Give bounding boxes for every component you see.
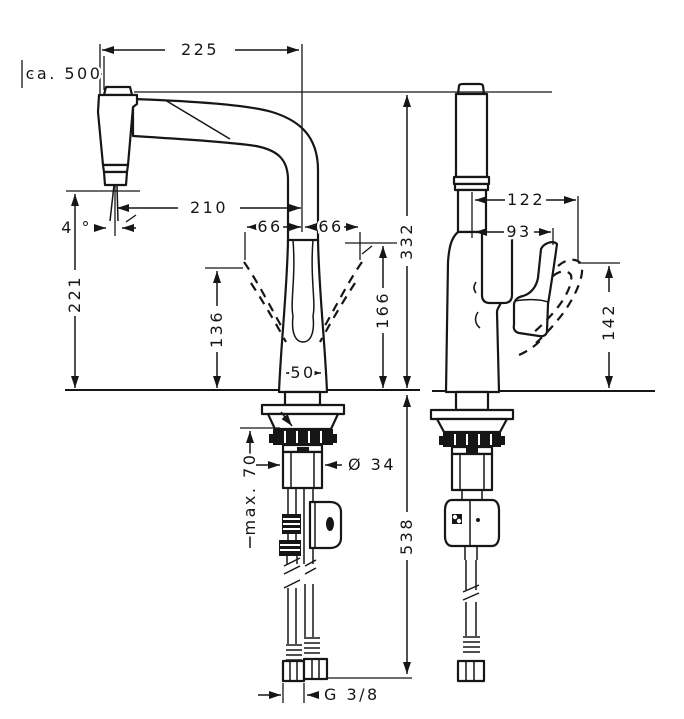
dim-label-538: 538 bbox=[397, 517, 416, 555]
dim-label-332: 332 bbox=[397, 222, 416, 260]
supply-hoses-side bbox=[279, 488, 343, 683]
hose-box bbox=[308, 500, 343, 550]
body-detail-arcs bbox=[473, 281, 481, 329]
hose-nut-left bbox=[281, 659, 306, 683]
front-view bbox=[429, 82, 655, 683]
spout-seam-line bbox=[164, 99, 231, 140]
dim-label-93: 93 bbox=[506, 222, 531, 241]
dim-label-122: 122 bbox=[507, 190, 545, 209]
dimension-lines bbox=[24, 46, 613, 699]
dim-label-4deg: 4 ° bbox=[61, 218, 92, 237]
dim-label-max70: max. 70 bbox=[240, 453, 259, 536]
dim-label-66-right: 66 bbox=[318, 217, 343, 236]
dim-label-g38: G 3/8 bbox=[324, 685, 380, 704]
dim-label-ca500: ca. 500 bbox=[26, 64, 103, 83]
dim-label-210: 210 bbox=[190, 198, 228, 217]
hose-break-marks bbox=[283, 557, 317, 589]
dimension-labels: 225 ca. 500 210 66 66 4 ° 221 136 166 33… bbox=[23, 38, 620, 707]
side-view bbox=[65, 85, 420, 683]
dim-label-225: 225 bbox=[181, 40, 219, 59]
faucet-body-side bbox=[277, 238, 329, 394]
dim-label-dia34: Ø 34 bbox=[348, 455, 396, 474]
dim-label-221: 221 bbox=[65, 275, 84, 313]
spray-head bbox=[96, 85, 139, 222]
dim-label-142: 142 bbox=[599, 303, 618, 341]
valve-barrel bbox=[443, 498, 501, 548]
mounting-hardware-side bbox=[260, 390, 346, 490]
spout-arm bbox=[131, 97, 320, 244]
dim-label-50: 50 bbox=[290, 363, 315, 382]
shank bbox=[281, 450, 324, 490]
body-loop-detail bbox=[291, 239, 315, 343]
hose-break-marks-front bbox=[462, 584, 480, 601]
hose-nut-right bbox=[302, 657, 329, 681]
dim-label-66-left: 66 bbox=[257, 217, 282, 236]
handle-lever bbox=[512, 241, 559, 338]
mounting-hardware-front bbox=[429, 390, 515, 683]
handle-dashed-position bbox=[518, 258, 584, 357]
swivel-range-dashed bbox=[243, 261, 363, 343]
set-screw-arrow bbox=[280, 411, 293, 427]
handle-holder-plate bbox=[480, 232, 514, 305]
hose-nut-front bbox=[456, 659, 486, 683]
extension-lines bbox=[21, 44, 620, 703]
dim-label-166: 166 bbox=[373, 291, 392, 329]
hose-box-slot bbox=[326, 517, 334, 531]
dim-label-136: 136 bbox=[207, 310, 226, 348]
